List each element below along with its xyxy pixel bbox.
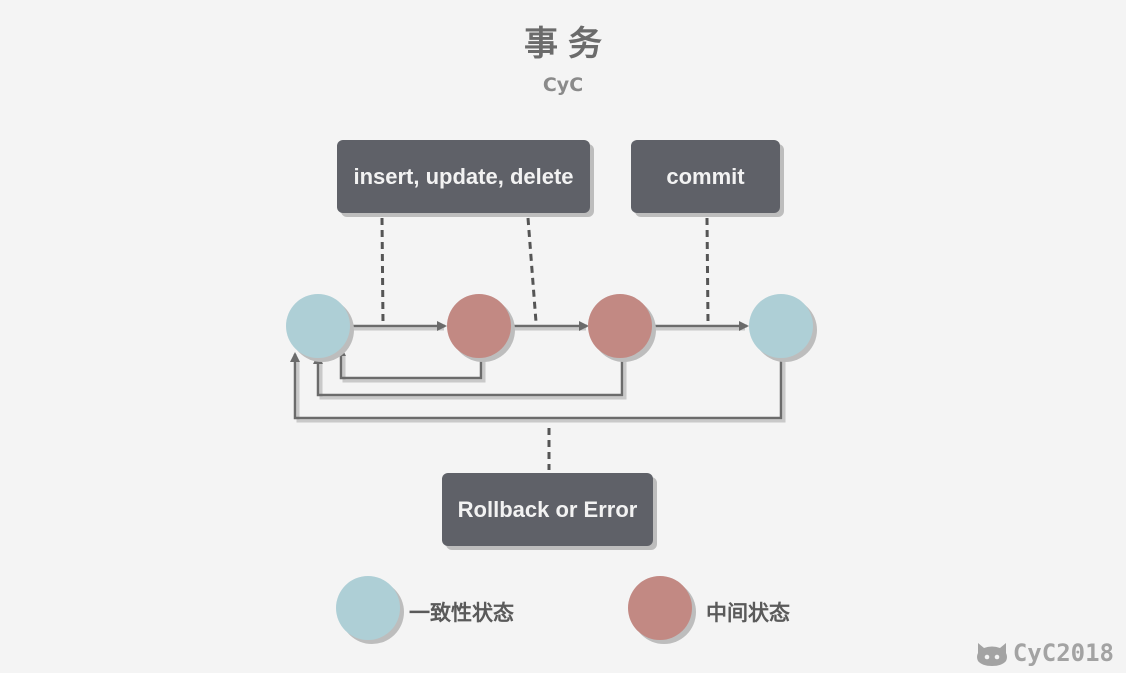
dashed-connector-insert-2 <box>526 217 538 323</box>
rollback-line-from-state3 <box>313 354 624 397</box>
watermark-text: CyC2018 <box>1012 639 1114 667</box>
legend-intermediate-swatch <box>628 576 692 640</box>
diagram-subtitle: CyC <box>542 74 584 96</box>
dashed-connector-commit <box>705 217 710 323</box>
watermark: CyC2018 <box>975 639 1114 667</box>
rollback-box: Rollback or Error <box>442 473 653 546</box>
octocat-icon <box>976 643 1007 666</box>
commit-box: commit <box>631 140 780 213</box>
legend-consistent-label: 一致性状态 <box>409 601 514 625</box>
state-2-intermediate <box>447 294 511 358</box>
state-1-consistent <box>286 294 350 358</box>
state-4-consistent <box>749 294 813 358</box>
dashed-connector-insert-1 <box>380 217 385 323</box>
operations-box: insert, update, delete <box>337 140 590 213</box>
rollback-line-from-state4 <box>290 352 783 420</box>
state-3-intermediate <box>588 294 652 358</box>
rollback-line-from-state2 <box>336 346 483 380</box>
legend-consistent-swatch <box>336 576 400 640</box>
legend-intermediate-label: 中间状态 <box>706 601 790 625</box>
diagram-title: 事务 <box>524 24 612 64</box>
